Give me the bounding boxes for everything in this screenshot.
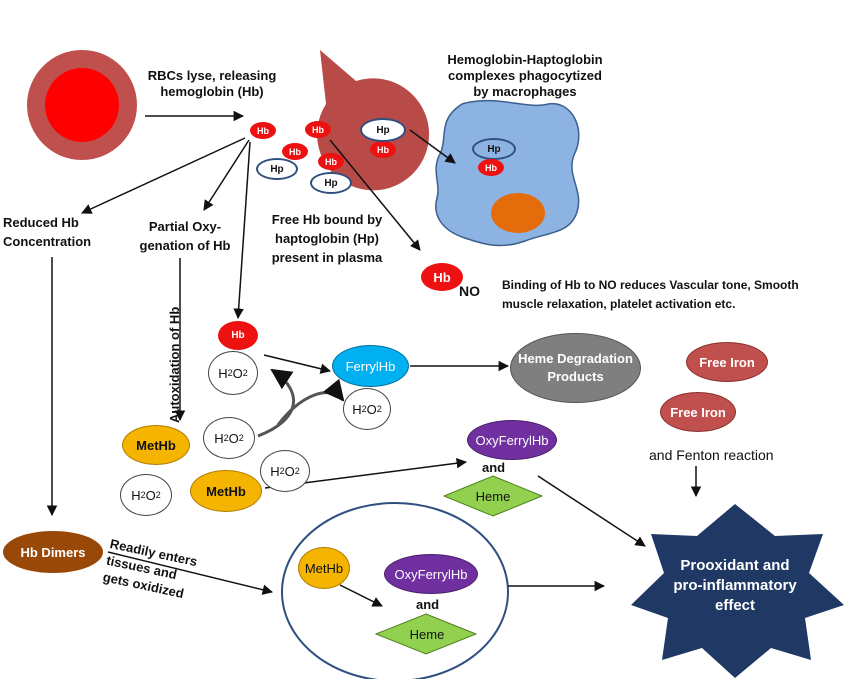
ferryl-hb-node: FerrylHb [332,345,409,387]
heme-diamond-shape-2 [374,613,478,655]
free-iron-node-2: Free Iron [660,392,736,432]
methb-node-3: MetHb [298,547,350,589]
hb-no-node: Hb [421,263,463,291]
hb-dimers-node: Hb Dimers [3,531,103,573]
hp-particle: Hp [310,172,352,194]
hb-particle: Hb [250,122,276,139]
and-label-2: and [416,597,440,612]
effect-star-shape [631,504,844,678]
arrow-methb-to-oxyferryl-inner [339,584,383,607]
oxyferryl-hb-node-1: OxyFerrylHb [467,420,557,460]
hp-particle: Hp [256,158,298,180]
partial-oxy-label: Partial Oxy- genation of Hb [139,219,231,253]
oxyferryl-hb-node-2: OxyFerrylHb [384,554,478,594]
hb-particle: Hb [282,143,308,160]
hp-particle: Hp [360,118,406,142]
methb-node-2: MetHb [190,470,262,512]
autoxidation-label: Autoxidation of Hb [167,306,182,423]
arrow-h2o2-to-ferryl [263,354,332,374]
hb-in-macrophage: Hb [478,159,504,176]
hb-particle: Hb [318,153,344,170]
arrow-to-macrophage [409,129,456,164]
curve-arrow-down [276,378,345,426]
arrow-to-no [329,139,421,251]
arrow-to-partial-oxy [203,139,250,211]
prooxidant-effect-label: Prooxidant and pro-inflammatory effect [673,557,797,614]
and-fenton-label: and Fenton reaction [649,447,774,463]
rbc-lyse-label: RBCs lyse, releasing hemoglobin (Hb) [147,68,277,99]
tissue-circle [281,502,509,679]
curve-arrow-up [257,368,296,438]
and-label-1: and [482,460,506,475]
free-hb-label: Free Hb bound by haptoglobin (Hp) presen… [271,212,383,265]
heme-label-2: Heme [409,626,445,642]
arrow-dimers-to-tissue [107,551,274,595]
intact-rbc-icon [27,50,137,160]
heme-label-1: Heme [475,488,511,504]
hb-particle: Hb [370,141,396,158]
hb-particle: Hb [305,121,331,138]
binding-no-label: Binding of Hb to NO reduces Vascular ton… [502,278,799,311]
arrow-to-reduced-hb [81,137,246,214]
heme-diamond-shape [442,475,544,517]
heme-degradation-node: Heme Degradation Products [510,333,641,403]
arrow-to-free-hb [233,141,251,320]
free-hb-node: Hb [218,321,258,350]
no-label: NO [459,283,480,299]
macrophage-nucleus-icon [491,193,545,233]
complexes-label: Hemoglobin-Haptoglobin complexes phagocy… [447,52,603,99]
free-iron-node-1: Free Iron [686,342,768,382]
methb-node-1: MetHb [122,425,190,465]
hp-in-macrophage: Hp [472,138,516,160]
reduced-hb-label: Reduced Hb Concentration [3,215,92,249]
arrow-heme-to-star [537,475,646,547]
